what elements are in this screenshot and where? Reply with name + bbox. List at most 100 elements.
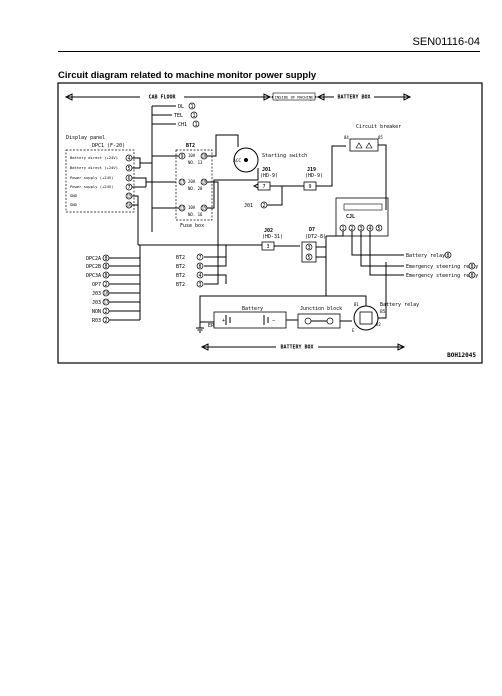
- zone-battery-box-bottom: BATTERY BOX: [200, 343, 406, 351]
- svg-text:20A: 20A: [188, 179, 196, 184]
- svg-text:1: 1: [192, 113, 195, 119]
- svg-text:+: +: [222, 318, 225, 324]
- svg-text:TEL: TEL: [174, 113, 183, 119]
- svg-text:8: 8: [470, 264, 473, 270]
- svg-text:8: 8: [104, 256, 107, 262]
- svg-text:NO. 13: NO. 13: [188, 160, 203, 165]
- svg-text:DL: DL: [178, 104, 184, 110]
- svg-text:J02: J02: [264, 228, 273, 234]
- svg-text:Junction block: Junction block: [300, 306, 342, 312]
- svg-text:BATTERY BOX: BATTERY BOX: [337, 95, 370, 101]
- svg-text:3: 3: [198, 282, 201, 288]
- svg-text:16: 16: [127, 203, 132, 208]
- svg-text:18: 18: [104, 291, 109, 296]
- svg-text:BT2: BT2: [176, 255, 185, 261]
- svg-text:5: 5: [377, 226, 380, 232]
- svg-text:(DT2-8): (DT2-8): [305, 234, 326, 240]
- svg-text:8: 8: [470, 273, 473, 279]
- svg-text:Power supply (+24V): Power supply (+24V): [70, 175, 113, 180]
- svg-text:17: 17: [104, 300, 109, 305]
- svg-text:DPC3A: DPC3A: [86, 273, 101, 279]
- display-panel: Display panel DPC1 (F-20) Battery direct…: [65, 135, 135, 213]
- svg-text:10A: 10A: [188, 205, 196, 210]
- svg-text:2: 2: [104, 318, 107, 324]
- j02-connector: J02 (HD-31) 3: [138, 228, 300, 251]
- svg-text:NO. 20: NO. 20: [188, 186, 203, 191]
- svg-text:OP7: OP7: [92, 282, 101, 288]
- svg-text:84: 84: [344, 135, 349, 140]
- svg-text:8: 8: [104, 273, 107, 279]
- svg-text:5: 5: [307, 255, 310, 261]
- ground-icon: ER: [196, 322, 215, 333]
- svg-text:8: 8: [446, 253, 449, 259]
- svg-text:E: E: [352, 328, 355, 333]
- svg-text:8: 8: [104, 264, 107, 270]
- svg-text:2: 2: [104, 309, 107, 315]
- svg-text:4: 4: [368, 226, 371, 232]
- svg-text:BT2: BT2: [186, 143, 195, 149]
- svg-text:4: 4: [198, 273, 201, 279]
- diagram-frame: [57, 82, 483, 364]
- svg-text:Battery relay: Battery relay: [406, 253, 445, 259]
- svg-text:J03: J03: [92, 300, 101, 306]
- svg-text:GND: GND: [70, 202, 78, 207]
- junction-block: Junction block: [297, 306, 352, 329]
- svg-text:1: 1: [194, 122, 197, 128]
- svg-text:J03: J03: [92, 291, 101, 297]
- svg-text:(HD-9): (HD-9): [305, 173, 323, 179]
- svg-text:INSIDE OF MACHINE: INSIDE OF MACHINE: [275, 95, 315, 100]
- svg-text:BT2: BT2: [176, 273, 185, 279]
- svg-text:B1: B1: [354, 302, 359, 307]
- circuit-breaker: Circuit breaker 84 85: [344, 124, 401, 210]
- svg-text:4: 4: [127, 156, 130, 162]
- right-outputs: Battery relay 8 Emergency steering relay…: [199, 231, 478, 322]
- svg-text:−: −: [272, 318, 275, 324]
- zone-inside-of-machine: INSIDE OF MACHINE: [271, 92, 317, 101]
- j01-connector: J01 (HD-9) 7 J01 2: [244, 167, 283, 209]
- svg-text:Battery relay: Battery relay: [380, 302, 419, 308]
- zone-battery-box-top: BATTERY BOX: [316, 93, 412, 101]
- svg-text:Emergency steering relay: Emergency steering relay: [406, 273, 478, 279]
- svg-text:2: 2: [262, 203, 265, 209]
- svg-text:ER: ER: [208, 323, 215, 329]
- svg-text:2: 2: [104, 282, 107, 288]
- cjl-connector: CJL 1 2 3 4 5: [335, 197, 389, 237]
- top-terminals: DL 1 TEL 1 CH1 1: [151, 102, 200, 232]
- svg-text:10A: 10A: [188, 153, 196, 158]
- zone-cab-floor: CAB FLOOR: [64, 93, 272, 101]
- svg-text:5: 5: [127, 166, 130, 172]
- svg-text:DPC2A: DPC2A: [86, 256, 101, 262]
- svg-text:15: 15: [202, 206, 207, 211]
- svg-text:17: 17: [180, 180, 185, 185]
- svg-text:GND: GND: [70, 193, 78, 198]
- svg-text:(HD-9): (HD-9): [260, 173, 278, 179]
- svg-text:Battery direct (+24V): Battery direct (+24V): [70, 165, 118, 170]
- svg-text:9: 9: [180, 154, 183, 160]
- d7-connector: D7 (DT2-8) 3 5: [301, 227, 344, 263]
- svg-text:Fuse box: Fuse box: [180, 223, 204, 229]
- svg-text:Battery: Battery: [242, 306, 263, 312]
- svg-text:CH1: CH1: [178, 122, 187, 128]
- svg-text:R03: R03: [92, 318, 101, 324]
- header-rule: [58, 51, 480, 52]
- svg-text:DPC2B: DPC2B: [86, 264, 101, 270]
- svg-text:7: 7: [198, 255, 201, 261]
- document-code: SEN01116-04: [412, 36, 480, 48]
- svg-text:6: 6: [127, 176, 130, 182]
- svg-text:Emergency steering relay: Emergency steering relay: [406, 264, 478, 270]
- svg-text:Display panel: Display panel: [66, 135, 105, 141]
- svg-text:Starting switch: Starting switch: [262, 153, 307, 159]
- starting-switch: ACC Starting switch: [233, 147, 307, 173]
- svg-text:8: 8: [198, 264, 201, 270]
- svg-text:B5: B5: [380, 309, 386, 315]
- svg-text:BT2: BT2: [176, 264, 185, 270]
- svg-text:Power supply (+24V): Power supply (+24V): [70, 184, 113, 189]
- page-title: Circuit diagram related to machine monit…: [58, 70, 317, 81]
- svg-text:7: 7: [127, 185, 130, 191]
- svg-text:1: 1: [341, 226, 344, 232]
- svg-text:CJL: CJL: [346, 214, 355, 220]
- svg-text:10: 10: [202, 154, 207, 159]
- svg-text:3: 3: [307, 245, 310, 251]
